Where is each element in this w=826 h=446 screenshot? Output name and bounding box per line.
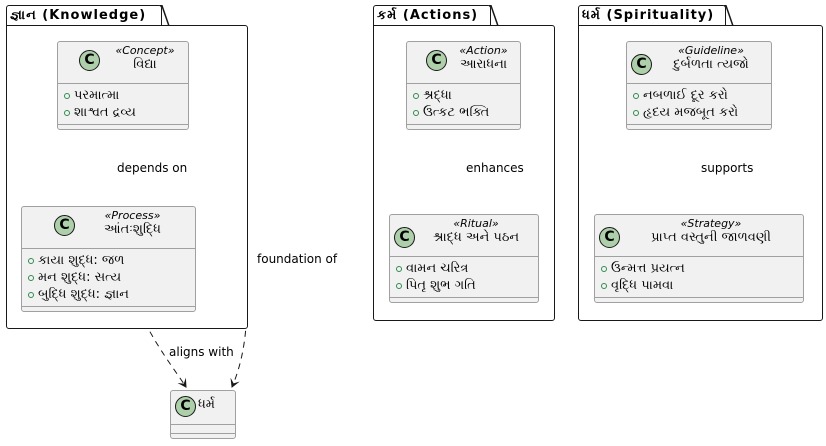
- public-attribute-icon: [633, 109, 639, 116]
- class-name: આંતઃશુદ્ધિ: [104, 222, 161, 237]
- attribute: નબળાઈ દૂર કરો: [633, 87, 765, 104]
- class-stereotype: «Ritual»: [453, 217, 499, 230]
- class-badge-icon: C: [631, 54, 652, 75]
- attribute: શ્રદ્ધા: [413, 87, 514, 104]
- package-title-knowledge: જ્ઞાન (Knowledge): [10, 8, 147, 23]
- attribute-list: ઉન્મત્ત પ્રયત્ન વૃદ્ધિ પામવા: [595, 257, 803, 297]
- public-attribute-icon: [28, 291, 34, 298]
- public-attribute-icon: [396, 282, 402, 289]
- attribute-list: નબળાઈ દૂર કરો હૃદય મજબૂત કરો: [627, 84, 771, 124]
- class-name: વિદ્યા: [133, 57, 157, 72]
- class-badge-icon: C: [79, 50, 100, 71]
- public-attribute-icon: [633, 92, 639, 99]
- public-attribute-icon: [28, 274, 34, 281]
- attribute: વૃદ્ધિ પામવા: [601, 277, 797, 294]
- class-badge-icon: C: [54, 215, 75, 236]
- class-name: ધર્મ: [198, 397, 215, 412]
- attribute: ઉન્મત્ત પ્રયત્ન: [601, 260, 797, 277]
- class-dharma[interactable]: C ધર્મ: [170, 390, 236, 439]
- class-durbalata[interactable]: C «Guideline» દુર્બળતા ત્યજો નબળાઈ દૂર ક…: [626, 41, 772, 130]
- attribute: હૃદય મજબૂત કરો: [633, 104, 765, 121]
- edge-label-supports: supports: [701, 161, 754, 175]
- class-stereotype: «Concept»: [115, 44, 175, 57]
- package-title-spirituality: ધર્મ (Spirituality): [582, 8, 715, 23]
- public-attribute-icon: [413, 109, 419, 116]
- edge-aligns-with: [139, 311, 187, 388]
- class-badge-icon: C: [599, 227, 620, 248]
- edge-label-foundation-of: foundation of: [257, 252, 338, 266]
- attribute-list: શ્રદ્ધા ઉત્કટ ભક્તિ: [407, 84, 520, 124]
- class-badge-icon: C: [175, 396, 196, 417]
- edge-label-aligns-with: aligns with: [169, 345, 234, 359]
- public-attribute-icon: [601, 282, 607, 289]
- class-name: આરાધના: [459, 57, 508, 72]
- class-shraddh[interactable]: C «Ritual» શ્રાદ્ધ અને પઠન વામન ચરિત્ર પ…: [389, 214, 539, 303]
- class-name: શ્રાદ્ધ અને પઠન: [432, 230, 520, 245]
- attribute: પરમાત્મા: [64, 87, 182, 104]
- edge-label-enhances: enhances: [466, 161, 524, 175]
- package-title-actions: કર્મ (Actions): [377, 8, 479, 23]
- attribute: કાયા શુદ્ધ: જળ: [28, 252, 189, 269]
- class-badge-icon: C: [394, 227, 415, 248]
- package-tab-slant: [724, 5, 734, 27]
- attribute-list: વામન ચરિત્ર પિતૃ શુભ ગતિ: [390, 257, 538, 297]
- class-stereotype: «Action»: [459, 44, 508, 57]
- public-attribute-icon: [64, 92, 70, 99]
- class-aradhana[interactable]: C «Action» આરાધના શ્રદ્ધા ઉત્કટ ભક્તિ: [406, 41, 521, 130]
- public-attribute-icon: [28, 257, 34, 264]
- package-tab-spirituality: ધર્મ (Spirituality): [578, 5, 726, 25]
- class-name: દુર્બળતા ત્યજો: [673, 57, 749, 72]
- attribute: ઉત્કટ ભક્તિ: [413, 104, 514, 121]
- attribute-list: પરમાત્મા શાશ્વત દ્રવ્ય: [58, 84, 188, 124]
- class-badge-icon: C: [426, 50, 447, 71]
- public-attribute-icon: [396, 265, 402, 272]
- class-antahshuddhi[interactable]: C «Process» આંતઃશુદ્ધિ કાયા શુદ્ધ: જળ મન…: [21, 206, 196, 312]
- attribute: પિતૃ શુભ ગતિ: [396, 277, 532, 294]
- package-tab-actions: કર્મ (Actions): [373, 5, 491, 25]
- public-attribute-icon: [64, 109, 70, 116]
- class-stereotype: «Strategy»: [680, 217, 742, 230]
- attribute: મન શુદ્ધ: સત્ય: [28, 269, 189, 286]
- attribute: શાશ્વત દ્રવ્ય: [64, 104, 182, 121]
- class-stereotype: «Guideline»: [678, 44, 744, 57]
- public-attribute-icon: [413, 92, 419, 99]
- public-attribute-icon: [601, 265, 607, 272]
- class-prapt[interactable]: C «Strategy» પ્રાપ્ત વસ્તુની જાળવણી ઉન્મ…: [594, 214, 804, 303]
- package-tab-slant: [160, 5, 170, 27]
- class-stereotype: «Process»: [104, 209, 161, 222]
- attribute-list: કાયા શુદ્ધ: જળ મન શુદ્ધ: સત્ય બુદ્ધિ શુદ…: [22, 249, 195, 306]
- package-tab-slant: [489, 5, 499, 27]
- edge-label-depends-on: depends on: [117, 161, 188, 175]
- attribute: વામન ચરિત્ર: [396, 260, 532, 277]
- class-name: પ્રાપ્ત વસ્તુની જાળવણી: [651, 230, 771, 245]
- class-vidya[interactable]: C «Concept» વિદ્યા પરમાત્મા શાશ્વત દ્રવ્…: [57, 41, 189, 130]
- package-tab-knowledge: જ્ઞાન (Knowledge): [6, 5, 162, 25]
- attribute: બુદ્ધિ શુદ્ધ: જ્ઞાન: [28, 286, 189, 303]
